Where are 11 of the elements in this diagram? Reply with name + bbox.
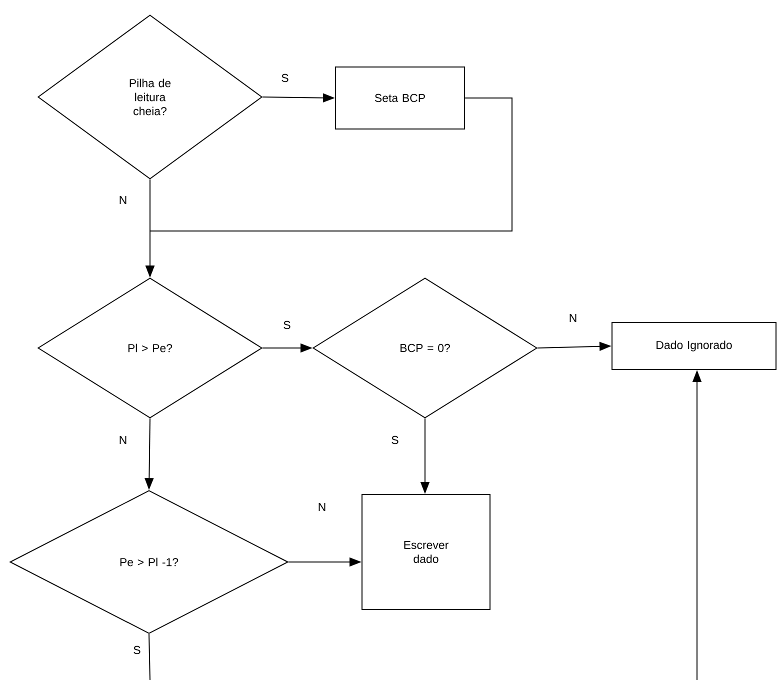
edge-label: N	[568, 313, 578, 323]
process-box: Escrever dado	[362, 494, 490, 610]
edge-label: N	[316, 502, 328, 512]
edge-label: S	[390, 434, 400, 446]
process-box: Dado Ignorado	[612, 322, 776, 370]
edge-label: S	[282, 320, 292, 330]
edge-label: S	[280, 72, 290, 84]
edge-label: S	[132, 644, 142, 656]
edge-label: N	[118, 435, 128, 445]
process-box: Seta BCP	[335, 66, 465, 130]
edge-label: N	[118, 195, 128, 205]
